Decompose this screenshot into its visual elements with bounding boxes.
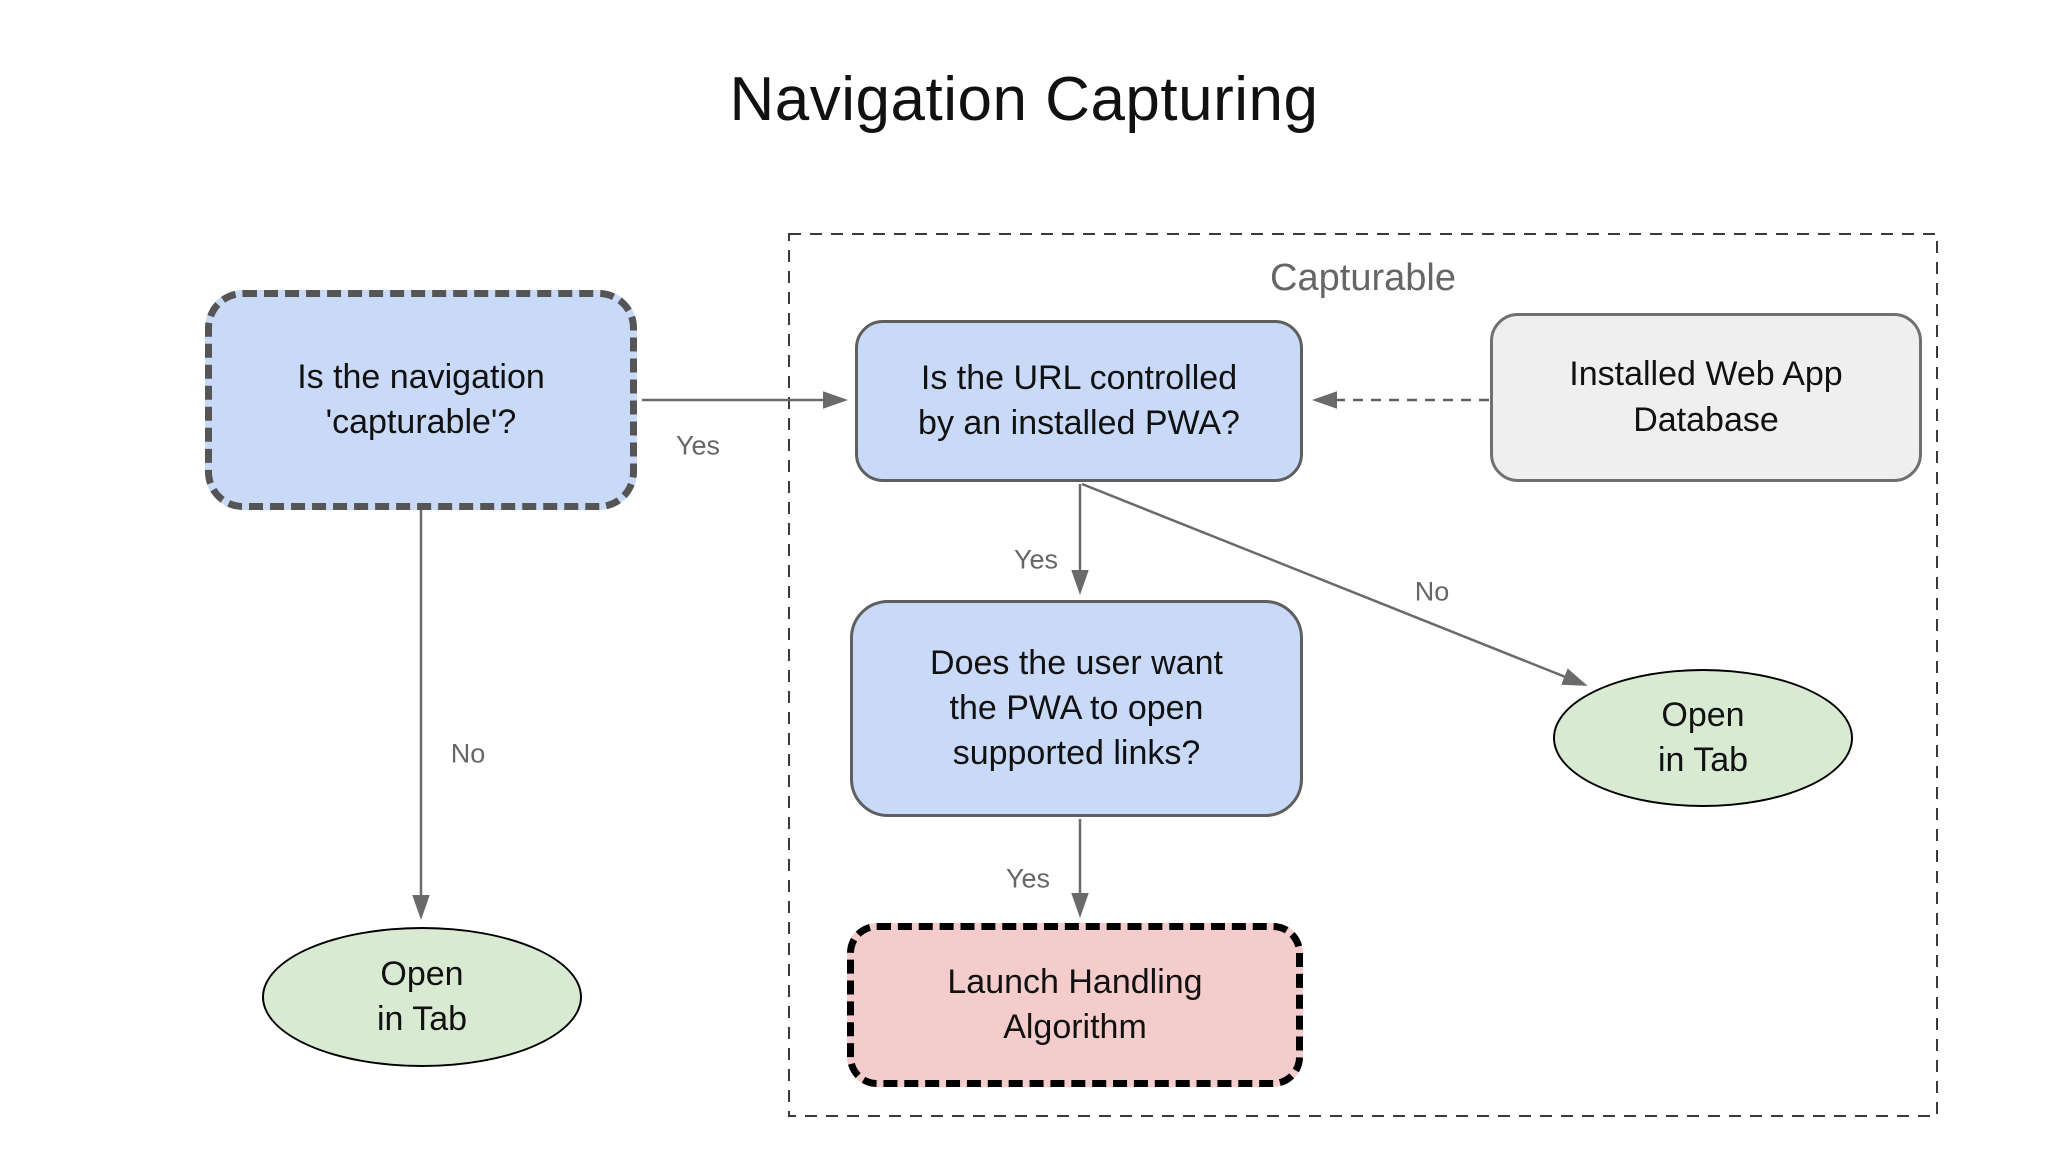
node-open-in-tab-left-label: Open in Tab	[376, 954, 468, 1038]
page-title: Navigation Capturing	[729, 65, 1319, 134]
edge-label-user-yes: Yes	[1005, 863, 1051, 894]
node-url-controlled: Is the URL controlled by an installed PW…	[855, 320, 1303, 482]
node-url-controlled-label: Is the URL controlled by an installed PW…	[918, 358, 1240, 442]
node-webapp-database: Installed Web App Database	[1490, 313, 1922, 482]
node-launch-handling: Launch Handling Algorithm	[847, 923, 1303, 1087]
node-open-in-tab-left: Open in Tab	[262, 927, 582, 1067]
node-open-in-tab-right-label: Open in Tab	[1657, 695, 1749, 779]
node-open-in-tab-right: Open in Tab	[1553, 669, 1853, 807]
node-is-capturable: Is the navigation 'capturable'?	[205, 290, 637, 510]
edge-label-capturable-no: No	[450, 738, 486, 769]
capturable-group-label: Capturable	[1270, 257, 1456, 299]
node-is-capturable-label: Is the navigation 'capturable'?	[297, 357, 545, 441]
edge-label-url-no: No	[1414, 576, 1450, 607]
node-webapp-database-label: Installed Web App Database	[1569, 355, 1843, 439]
edge-label-url-yes: Yes	[1013, 544, 1059, 575]
node-user-wants: Does the user want the PWA to open suppo…	[850, 600, 1303, 817]
node-launch-handling-label: Launch Handling Algorithm	[947, 962, 1203, 1046]
edge-label-capturable-yes: Yes	[675, 430, 721, 461]
node-user-wants-label: Does the user want the PWA to open suppo…	[930, 643, 1223, 773]
